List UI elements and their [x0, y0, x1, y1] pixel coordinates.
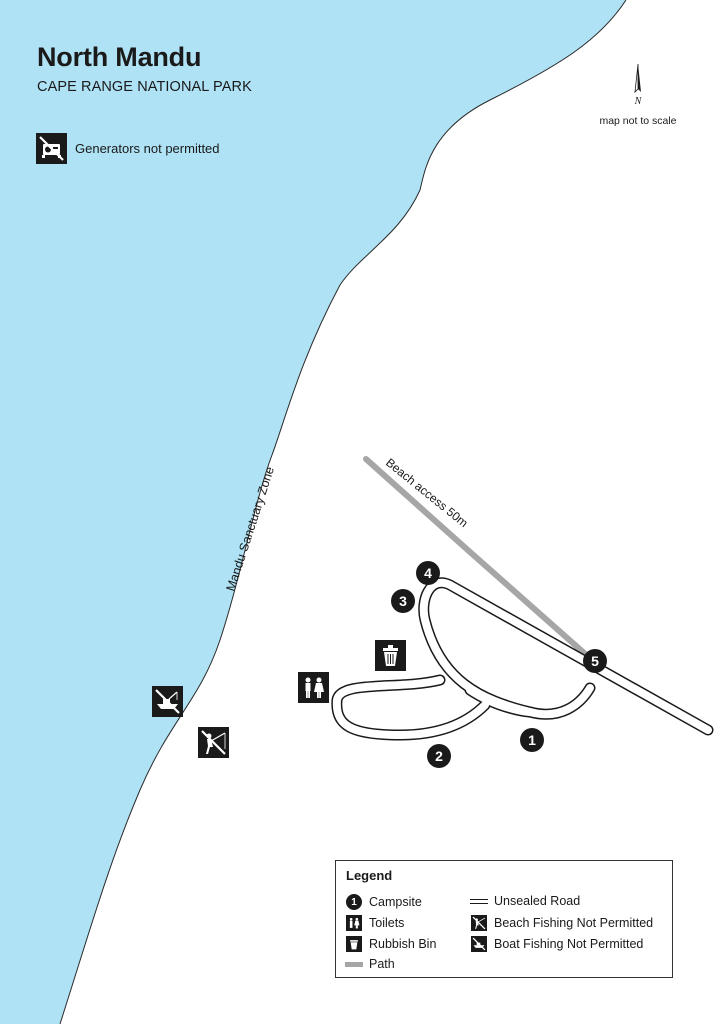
campsite-marker[interactable]: 5 — [583, 649, 607, 673]
legend-rubbish-bin-label: Rubbish Bin — [369, 937, 437, 951]
map-subtitle: CAPE RANGE NATIONAL PARK — [37, 79, 252, 95]
north-letter: N — [634, 96, 643, 106]
legend-path: Path — [345, 957, 395, 971]
rubbish-bin-icon — [346, 936, 362, 952]
legend-beach-fishing-label: Beach Fishing Not Permitted — [494, 916, 654, 930]
legend-toilets-label: Toilets — [369, 916, 405, 930]
coastline — [59, 0, 627, 1024]
legend-box: Legend 1 Campsite Toilets Rubbish Bin Pa… — [335, 860, 673, 978]
toilets-icon — [298, 672, 329, 703]
path-symbol — [345, 961, 363, 967]
map-title: North Mandu — [37, 42, 202, 72]
campsite-number: 2 — [435, 748, 443, 764]
campsite-marker[interactable]: 2 — [427, 744, 451, 768]
north-arrow-icon: N — [634, 63, 643, 107]
legend-title: Legend — [346, 868, 393, 883]
legend-rubbish-bin: Rubbish Bin — [345, 936, 436, 952]
no-boat-fishing-icon — [152, 686, 183, 717]
no-generator-icon — [36, 133, 67, 164]
north-arrow: N map not to scale — [593, 62, 683, 127]
campsite-marker[interactable]: 1 — [520, 728, 544, 752]
campsite-number: 4 — [424, 565, 432, 581]
beach-access-label: Beach access 50m — [383, 455, 471, 530]
legend-path-label: Path — [369, 957, 395, 971]
campsite-number: 1 — [528, 732, 536, 748]
campsite-marker[interactable]: 3 — [391, 589, 415, 613]
legend-boat-fishing: Boat Fishing Not Permitted — [470, 936, 643, 952]
ocean-area — [0, 0, 626, 1024]
legend-campsite: 1 Campsite — [345, 894, 422, 910]
legend-campsite-label: Campsite — [369, 895, 422, 909]
legend-unsealed-road: Unsealed Road — [470, 894, 580, 908]
campsite-symbol: 1 — [346, 894, 362, 910]
campsite-marker[interactable]: 4 — [416, 561, 440, 585]
unsealed-road-network — [331, 577, 714, 741]
road-symbol — [470, 898, 488, 904]
campsite-number: 5 — [591, 653, 599, 669]
legend-boat-fishing-label: Boat Fishing Not Permitted — [494, 937, 644, 951]
rubbish-bin-icon — [375, 640, 406, 671]
campsite-number: 3 — [399, 593, 407, 609]
generator-notice-label: Generators not permitted — [75, 141, 220, 156]
beach-access-path — [363, 456, 595, 663]
scale-note: map not to scale — [599, 115, 677, 127]
legend-beach-fishing: Beach Fishing Not Permitted — [470, 915, 653, 931]
no-beach-fishing-icon — [198, 727, 229, 758]
no-beach-fishing-icon — [471, 915, 487, 931]
generator-notice: Generators not permitted — [36, 133, 220, 164]
no-boat-fishing-icon — [471, 936, 487, 952]
toilets-icon — [346, 915, 362, 931]
legend-toilets: Toilets — [345, 915, 404, 931]
legend-unsealed-road-label: Unsealed Road — [494, 894, 581, 908]
